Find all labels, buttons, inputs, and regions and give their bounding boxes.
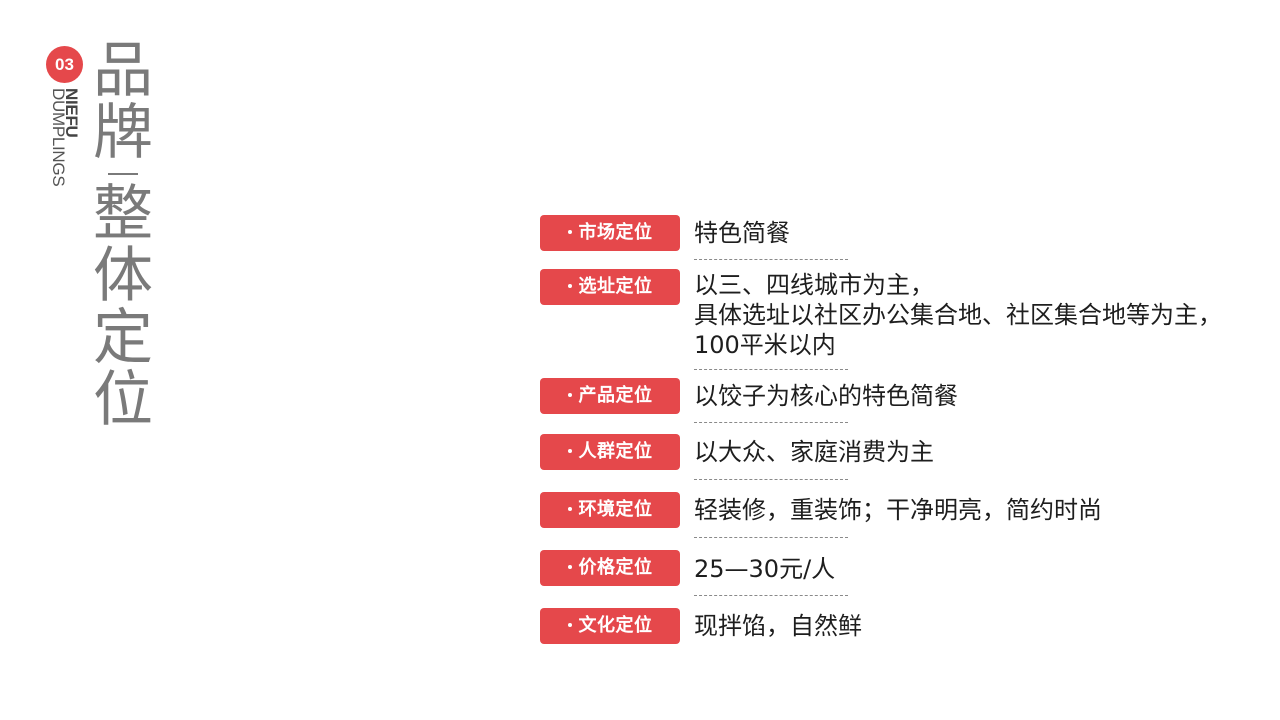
bullet-dot-icon: [567, 564, 572, 569]
positioning-label-pill: 人群定位: [540, 434, 680, 470]
section-number-badge: 03: [46, 46, 83, 83]
dashed-divider: [694, 595, 848, 596]
bullet-dot-icon: [567, 229, 572, 234]
positioning-value-line: 以三、四线城市为主，: [694, 271, 934, 299]
brand-english-name: NIEFU DUMPLINGS: [49, 88, 81, 187]
positioning-label-pill: 文化定位: [540, 608, 680, 644]
positioning-value-line: 100平米以内: [694, 331, 836, 359]
positioning-value-line: 现拌馅，自然鲜: [694, 612, 862, 640]
positioning-value-line: 特色简餐: [694, 219, 790, 247]
positioning-value-line: 以饺子为核心的特色简餐: [694, 382, 958, 410]
positioning-value: 以三、四线城市为主， 具体选址以社区办公集合地、社区集合地等为主， 100平米以…: [694, 270, 1222, 360]
positioning-label-pill: 市场定位: [540, 215, 680, 251]
positioning-label: 选址定位: [578, 276, 653, 297]
positioning-value: 现拌馅，自然鲜: [694, 611, 862, 641]
positioning-value: 特色简餐: [694, 218, 790, 248]
title-char: 整: [93, 179, 153, 249]
positioning-label: 市场定位: [578, 222, 653, 243]
positioning-label: 文化定位: [578, 615, 653, 636]
dashed-divider: [694, 479, 848, 480]
bullet-dot-icon: [567, 448, 572, 453]
page-title: 品 牌 整 体 定 位: [88, 40, 158, 431]
positioning-list: 市场定位 特色简餐 选址定位 以三、四线城市为主， 具体选址以社区办公集合地、社…: [540, 0, 1240, 720]
brand-english-line-2: DUMPLINGS: [49, 88, 68, 187]
positioning-value: 以饺子为核心的特色简餐: [694, 381, 958, 411]
title-char: 定: [93, 303, 153, 373]
positioning-label-pill: 环境定位: [540, 492, 680, 528]
positioning-label: 价格定位: [578, 557, 653, 578]
positioning-value: 轻装修，重装饰；干净明亮，简约时尚: [694, 495, 1102, 525]
positioning-value-line: 25—30元/人: [694, 555, 836, 583]
positioning-label: 环境定位: [578, 499, 653, 520]
title-char: 体: [93, 241, 153, 311]
brand-english-line-1: NIEFU: [62, 88, 81, 138]
positioning-value-line: 以大众、家庭消费为主: [694, 438, 934, 466]
positioning-label-pill: 价格定位: [540, 550, 680, 586]
positioning-value: 25—30元/人: [694, 554, 835, 584]
positioning-value-line: 轻装修，重装饰；干净明亮，简约时尚: [694, 496, 1102, 524]
bullet-dot-icon: [567, 283, 572, 288]
positioning-label: 人群定位: [578, 441, 653, 462]
dashed-divider: [694, 537, 848, 538]
bullet-dot-icon: [567, 506, 572, 511]
positioning-value: 以大众、家庭消费为主: [694, 437, 934, 467]
positioning-value-line: 具体选址以社区办公集合地、社区集合地等为主，: [694, 301, 1222, 329]
dashed-divider: [694, 369, 848, 370]
dashed-divider: [694, 259, 848, 260]
positioning-label-pill: 产品定位: [540, 378, 680, 414]
positioning-label-pill: 选址定位: [540, 269, 680, 305]
title-char: 位: [93, 365, 153, 435]
positioning-label: 产品定位: [578, 385, 653, 406]
title-char: 品: [93, 36, 153, 106]
bullet-dot-icon: [567, 622, 572, 627]
bullet-dot-icon: [567, 392, 572, 397]
dashed-divider: [694, 422, 848, 423]
title-separator: [108, 173, 138, 175]
title-char: 牌: [93, 98, 153, 168]
